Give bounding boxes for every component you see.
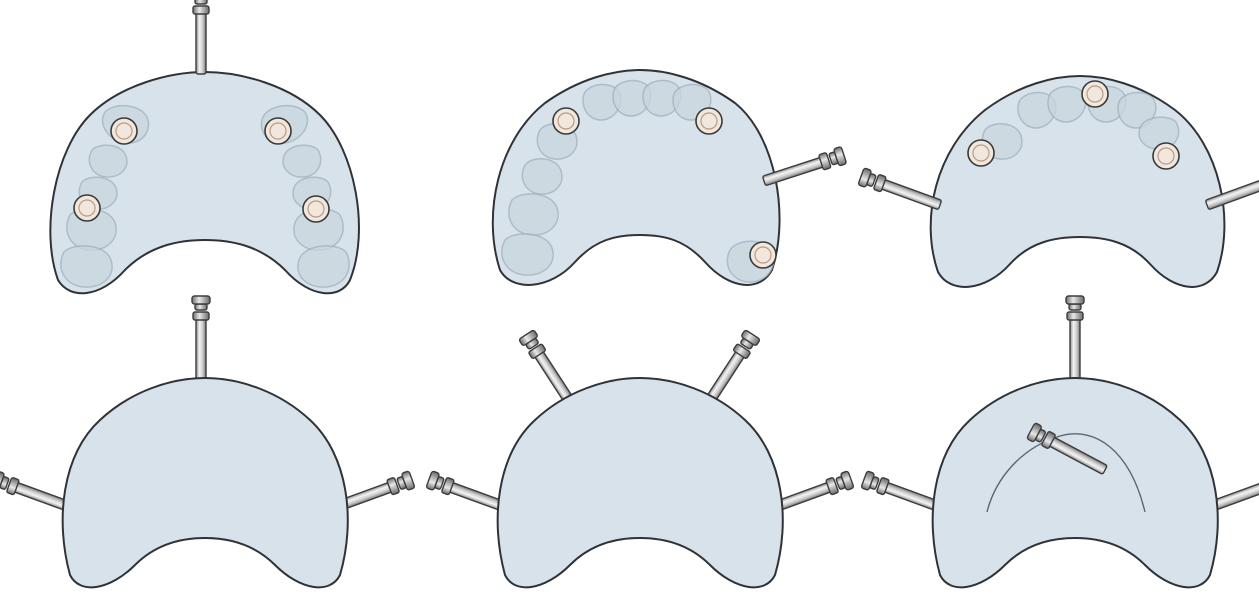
fixation-pin xyxy=(858,168,943,214)
guide-arch xyxy=(498,378,783,587)
inspection-window xyxy=(553,108,579,134)
fixation-pin xyxy=(192,0,210,74)
inspection-window xyxy=(968,140,994,166)
inspection-window xyxy=(74,195,100,221)
inspection-window xyxy=(111,118,137,144)
panel-bottom-right xyxy=(861,296,1259,587)
panel-top-right xyxy=(858,76,1259,287)
inspection-window xyxy=(265,118,291,144)
inspection-window xyxy=(750,242,776,268)
fixation-pin xyxy=(192,296,210,380)
panel-top-left xyxy=(50,0,359,293)
fixation-pin xyxy=(1066,296,1084,380)
inspection-window xyxy=(1082,81,1108,107)
inspection-window xyxy=(696,108,722,134)
panel-bottom-middle xyxy=(426,330,854,588)
inspection-window xyxy=(303,196,329,222)
guide-arch xyxy=(933,378,1218,587)
fixation-pin xyxy=(761,146,846,189)
guide-arch xyxy=(63,378,348,587)
panel-top-middle xyxy=(493,70,847,285)
inspection-window xyxy=(1153,143,1179,169)
panel-bottom-left xyxy=(0,296,415,587)
